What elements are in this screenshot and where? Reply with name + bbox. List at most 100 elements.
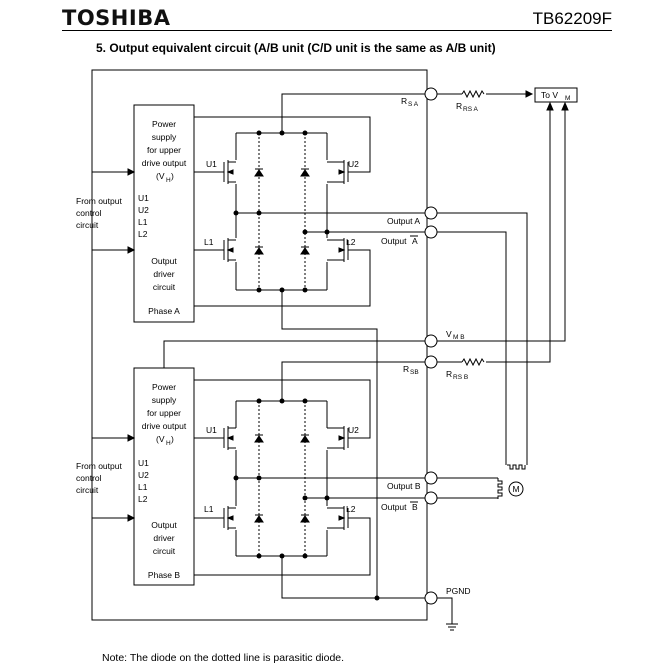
vm-b-line	[163, 340, 425, 368]
block-b-text: Output	[151, 520, 177, 530]
mosfet-u1-b	[223, 426, 236, 450]
block-b-signal: L1	[138, 482, 148, 492]
block-a-text: supply	[152, 132, 177, 142]
u2-a-label: U2	[348, 159, 359, 169]
output-bbar-label: Output	[381, 502, 407, 512]
rrs-b-sub: RS B	[453, 374, 468, 381]
input-arrow	[127, 168, 136, 176]
from-control-label: circuit	[76, 485, 99, 495]
pgnd-line-b	[281, 556, 425, 599]
u2-b-label: U2	[348, 425, 359, 435]
pgnd-label: PGND	[446, 586, 471, 596]
output-abar-ext-line	[437, 231, 507, 465]
rs-b-ext-line	[437, 106, 551, 363]
vm-b-arrow	[561, 101, 569, 111]
motor-symbol	[508, 481, 524, 497]
input-arrow	[127, 246, 136, 254]
from-control-label: circuit	[76, 220, 99, 230]
from-control-label: From output	[76, 196, 122, 206]
output-bbar-letter: B	[412, 502, 418, 512]
block-a-text: driver	[153, 269, 174, 279]
block-a-signal: L1	[138, 217, 148, 227]
motor-coil-b	[497, 478, 503, 499]
rs-b-line	[281, 361, 425, 401]
block-b-text: driver	[153, 533, 174, 543]
output-abar-label: Output	[381, 236, 407, 246]
pin-output-bbar	[424, 491, 438, 505]
pin-rs-b	[424, 355, 438, 369]
resistor-rrs-b	[461, 357, 485, 367]
rs-b-label: R	[403, 364, 409, 374]
block-b-text: circuit	[153, 546, 176, 556]
toshiba-logo: TOSHIBA	[62, 6, 171, 30]
block-a-signal: L2	[138, 229, 148, 239]
to-vm-sub: M	[565, 95, 570, 102]
block-a-text: circuit	[153, 282, 176, 292]
block-a-vh-sub: H	[166, 177, 171, 184]
vmb-label: V	[446, 329, 452, 339]
part-number: TB62209F	[532, 9, 612, 28]
output-b-ext-lines	[437, 477, 498, 499]
rrs-a-label: R	[456, 101, 462, 111]
u1-a-label: U1	[206, 159, 217, 169]
mosfet-u2-a	[327, 160, 349, 184]
pin-output-b	[424, 471, 438, 485]
mosfet-l1-b	[223, 506, 236, 530]
block-a-signal: U1	[138, 193, 149, 203]
block-b-text: for upper	[147, 408, 181, 418]
motor-coil-a	[507, 464, 526, 470]
rs-b-arrow	[546, 101, 554, 111]
mosfet-u2-b	[327, 426, 349, 450]
mosfet-l2-b	[327, 506, 349, 530]
block-a-text: drive output	[142, 158, 187, 168]
block-b-signal: L2	[138, 494, 148, 504]
pin-vm-b	[424, 334, 438, 348]
input-arrow	[127, 514, 136, 522]
mosfet-l1-a	[223, 238, 236, 262]
output-b-label: Output B	[387, 481, 421, 491]
output-abar-letter: A	[412, 236, 418, 246]
output-a-ext-line	[437, 212, 528, 465]
block-a-text: Output	[151, 256, 177, 266]
mosfet-l2-a	[327, 238, 349, 262]
from-control-label: From output	[76, 461, 122, 471]
phase-a-label: Phase A	[148, 306, 180, 316]
block-a-text: for upper	[147, 145, 181, 155]
l1-a-label: L1	[204, 237, 214, 247]
diodes-b	[254, 434, 310, 523]
block-b-vh-close: )	[171, 434, 174, 444]
pins	[424, 87, 438, 605]
header-rule	[62, 30, 612, 31]
block-b-text: drive output	[142, 421, 187, 431]
from-control-label: control	[76, 208, 102, 218]
to-vm-arrow	[525, 90, 534, 98]
rs-b-sub: SB	[410, 369, 419, 376]
l1-b-label: L1	[204, 504, 214, 514]
phase-b-label: Phase B	[148, 570, 180, 580]
block-a-vh: (V	[156, 171, 165, 181]
junction-dots-b	[233, 398, 380, 601]
pin-output-a	[424, 206, 438, 220]
section-title: 5. Output equivalent circuit (A/B unit (…	[96, 41, 496, 55]
block-b-text: supply	[152, 395, 177, 405]
rs-a-line	[281, 93, 425, 133]
pgnd-line-a	[281, 290, 378, 598]
pin-output-abar	[424, 225, 438, 239]
overbars	[410, 235, 418, 503]
block-a-text: Power	[152, 119, 176, 129]
pgnd-ext-line	[437, 597, 453, 624]
block-b-signal: U2	[138, 470, 149, 480]
vm-b-ext-line	[437, 106, 566, 342]
diodes-a	[254, 168, 310, 255]
block-a-signal: U2	[138, 205, 149, 215]
block-b-signal: U1	[138, 458, 149, 468]
l2-b-label: L2	[346, 504, 356, 514]
control-block-a	[133, 104, 195, 323]
block-b-text: Power	[152, 382, 176, 392]
rrs-b-label: R	[446, 369, 452, 379]
motor-label: M	[512, 484, 519, 494]
block-a-vh-close: )	[171, 171, 174, 181]
block-b-vh-sub: H	[166, 440, 171, 447]
input-arrow	[127, 434, 136, 442]
